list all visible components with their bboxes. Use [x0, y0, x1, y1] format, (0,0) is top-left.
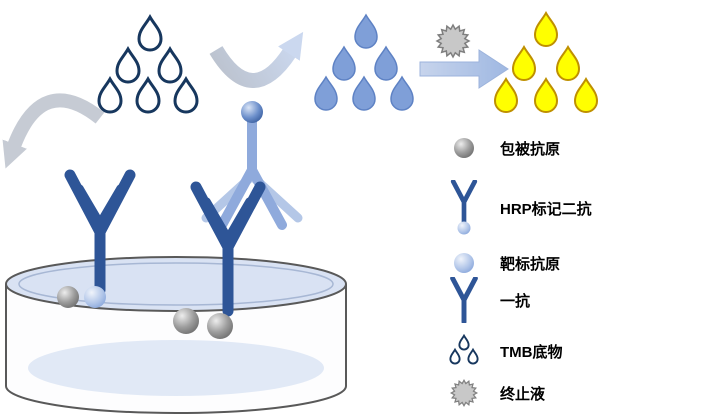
legend-label: 包被抗原	[500, 140, 561, 158]
droplet-icon	[494, 78, 518, 113]
droplet-icon	[332, 46, 356, 81]
stop-solution-icon	[438, 373, 490, 413]
coated-antigen-sphere	[173, 308, 199, 334]
droplet-icon	[556, 46, 580, 81]
droplet-icon	[135, 77, 161, 114]
well-rim	[5, 256, 347, 312]
reaction-swoosh-arrow	[209, 31, 304, 88]
legend-row-coated-antigen: 包被抗原	[438, 135, 560, 161]
droplet-icon	[512, 46, 536, 81]
legend-row-primary-antibody: 一抗	[438, 277, 530, 323]
target-antigen-sphere	[84, 286, 106, 308]
yellow-product-droplets	[494, 12, 598, 113]
droplet-icon	[534, 12, 558, 47]
legend-row-target-antigen: 靶标抗原	[438, 250, 560, 276]
droplet-icon	[354, 14, 378, 49]
legend-row-stop-solution: 终止液	[438, 373, 545, 413]
droplet-icon	[137, 15, 163, 52]
target-antigen-icon	[438, 250, 490, 276]
coated-antigen-sphere	[207, 313, 233, 339]
droplet-icon	[115, 47, 141, 84]
legend-label: 靶标抗原	[500, 255, 561, 273]
legend-label: TMB底物	[500, 343, 563, 361]
droplet-icon	[173, 77, 199, 114]
detection-complex	[190, 101, 303, 317]
hrp-secondary-antibody-icon	[438, 180, 490, 236]
droplet-icon	[534, 78, 558, 113]
stop-solution-starburst-icon	[436, 24, 470, 58]
legend-row-hrp-secondary: HRP标记二抗	[438, 180, 592, 236]
microplate-well	[5, 256, 347, 414]
legend-label: 一抗	[500, 292, 531, 310]
secondary-antibody-y-shape	[217, 109, 287, 230]
tmb-substrate-icon	[438, 334, 490, 368]
droplet-icon	[97, 77, 123, 114]
primary-antibody-icon	[438, 277, 490, 323]
droplet-icon	[390, 76, 414, 111]
primary-antibody-inner-arms	[203, 197, 253, 244]
coated-antigen-icon	[438, 135, 490, 161]
legend-label: HRP标记二抗	[500, 200, 592, 218]
well-rim-inner	[18, 262, 334, 306]
droplet-icon	[352, 76, 376, 111]
droplet-icon	[374, 46, 398, 81]
primary-antibody-left	[64, 169, 136, 296]
wash-swoosh-arrow	[2, 93, 105, 169]
well-liquid-pool	[28, 340, 324, 396]
hrp-enzyme-sphere	[241, 101, 263, 123]
tmb-substrate-droplets	[97, 15, 199, 114]
droplet-icon	[157, 47, 183, 84]
coated-antigen-sphere	[57, 286, 79, 308]
legend-label: 终止液	[500, 385, 546, 403]
droplet-icon	[314, 76, 338, 111]
legend-row-tmb-substrate: TMB底物	[438, 334, 563, 368]
antibody-inner-arms	[76, 184, 124, 229]
blue-product-droplets	[314, 14, 414, 111]
stop-reaction-arrow	[419, 49, 509, 89]
droplet-icon	[574, 78, 598, 113]
